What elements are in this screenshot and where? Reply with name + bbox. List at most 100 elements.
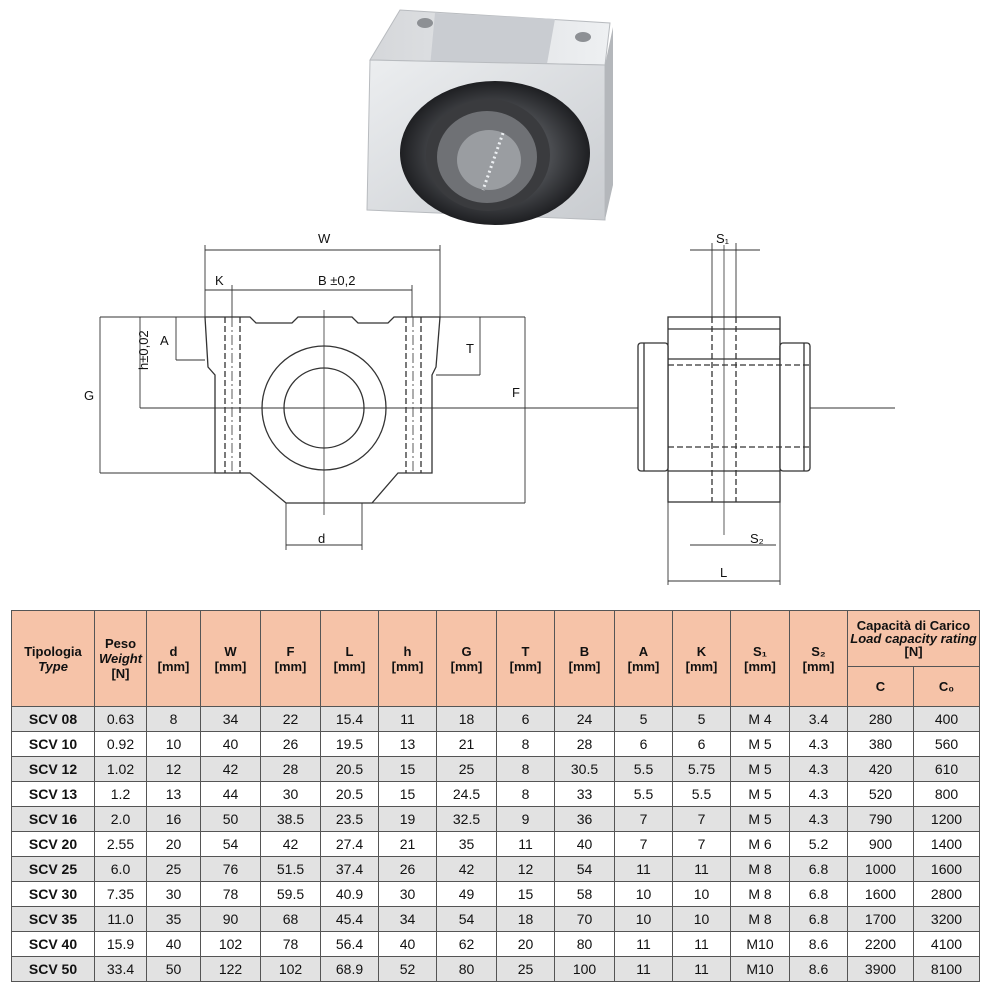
- table-cell: 10: [672, 906, 731, 932]
- table-cell: 0.63: [94, 706, 147, 732]
- dimension-labels: W K B ±0,2 A h±0,02 G T F d S₁ S₂ L: [84, 231, 764, 580]
- table-cell: M 8: [730, 906, 790, 932]
- table-cell: 8: [146, 706, 201, 732]
- table-cell: 56.4: [320, 931, 379, 957]
- header-c0: C₀: [912, 666, 981, 707]
- table-cell: 790: [847, 806, 914, 832]
- table-cell: 5.5: [614, 781, 673, 807]
- table-cell: 35: [436, 831, 497, 857]
- table-cell: 5: [672, 706, 731, 732]
- table-cell: SCV 30: [11, 881, 95, 907]
- specification-table: Tipologia Type Peso Weight [N] d[mm] W[m…: [11, 610, 981, 982]
- table-cell: 2800: [912, 881, 981, 907]
- dim-label-k: K: [215, 273, 224, 288]
- table-cell: 51.5: [260, 856, 321, 882]
- table-cell: 35: [146, 906, 201, 932]
- table-cell: 3.4: [789, 706, 848, 732]
- table-cell: 4100: [912, 931, 981, 957]
- header-c: C: [847, 666, 914, 707]
- table-cell: 25: [436, 756, 497, 782]
- header-weight: Peso Weight [N]: [94, 610, 147, 707]
- table-cell: 13: [146, 781, 201, 807]
- table-cell: 8.6: [789, 956, 848, 982]
- table-cell: 6: [614, 731, 673, 757]
- table-cell: 5.2: [789, 831, 848, 857]
- table-cell: 16: [146, 806, 201, 832]
- table-cell: 45.4: [320, 906, 379, 932]
- table-cell: 10: [146, 731, 201, 757]
- table-cell: 3900: [847, 956, 914, 982]
- table-cell: 10: [614, 906, 673, 932]
- header-s2: S₂[mm]: [789, 610, 848, 707]
- table-cell: 42: [260, 831, 321, 857]
- table-cell: 800: [912, 781, 981, 807]
- table-cell: 380: [847, 731, 914, 757]
- table-cell: 10: [614, 881, 673, 907]
- table-cell: 10: [672, 881, 731, 907]
- header-b: B[mm]: [554, 610, 615, 707]
- table-cell: 1.02: [94, 756, 147, 782]
- table-cell: 6.8: [789, 906, 848, 932]
- table-cell: 34: [378, 906, 437, 932]
- header-load-capacity: Capacità di Carico Load capacity rating …: [846, 610, 981, 667]
- table-cell: 44: [200, 781, 261, 807]
- table-cell: 19: [378, 806, 437, 832]
- table-cell: 900: [847, 831, 914, 857]
- table-cell: 30: [378, 881, 437, 907]
- table-cell: 32.5: [436, 806, 497, 832]
- header-h: h[mm]: [378, 610, 437, 707]
- table-cell: 11: [672, 856, 731, 882]
- table-cell: 25: [496, 956, 555, 982]
- table-cell: 30: [146, 881, 201, 907]
- table-cell: M 8: [730, 856, 790, 882]
- table-cell: 5.5: [614, 756, 673, 782]
- table-cell: 7: [614, 831, 673, 857]
- table-cell: SCV 12: [11, 756, 95, 782]
- table-cell: 4.3: [789, 731, 848, 757]
- table-cell: 1200: [912, 806, 981, 832]
- table-cell: M 6: [730, 831, 790, 857]
- table-cell: 7: [672, 806, 731, 832]
- table-cell: 76: [200, 856, 261, 882]
- header-d: d[mm]: [146, 610, 201, 707]
- table-cell: 54: [200, 831, 261, 857]
- table-cell: 20: [146, 831, 201, 857]
- table-cell: 9: [496, 806, 555, 832]
- table-cell: 40: [146, 931, 201, 957]
- table-cell: 20.5: [320, 781, 379, 807]
- table-cell: 2200: [847, 931, 914, 957]
- table-cell: 7: [672, 831, 731, 857]
- product-photo: [366, 9, 613, 225]
- table-cell: 24.5: [436, 781, 497, 807]
- table-cell: 24: [554, 706, 615, 732]
- table-cell: 62: [436, 931, 497, 957]
- table-cell: 7: [614, 806, 673, 832]
- table-cell: 1700: [847, 906, 914, 932]
- table-cell: 15.4: [320, 706, 379, 732]
- table-cell: 18: [436, 706, 497, 732]
- table-cell: 100: [554, 956, 615, 982]
- table-cell: 37.4: [320, 856, 379, 882]
- table-cell: 80: [554, 931, 615, 957]
- table-cell: 1600: [912, 856, 981, 882]
- table-cell: 520: [847, 781, 914, 807]
- table-cell: 0.92: [94, 731, 147, 757]
- header-s1: S₁[mm]: [730, 610, 790, 707]
- table-cell: 21: [378, 831, 437, 857]
- dim-label-d: d: [318, 531, 325, 546]
- table-cell: 6: [672, 731, 731, 757]
- table-cell: 20: [496, 931, 555, 957]
- header-k: K[mm]: [672, 610, 731, 707]
- table-cell: 6.8: [789, 856, 848, 882]
- table-cell: M 5: [730, 806, 790, 832]
- header-f: F[mm]: [260, 610, 321, 707]
- table-cell: SCV 50: [11, 956, 95, 982]
